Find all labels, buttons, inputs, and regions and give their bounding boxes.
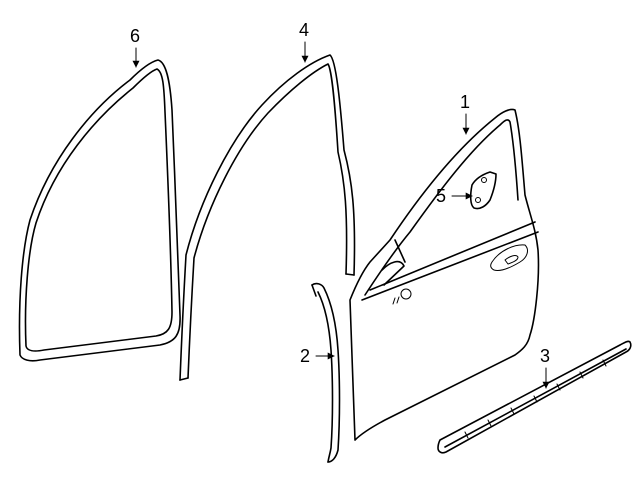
callout-label-2: 2 [300,346,310,366]
callout-label-3: 3 [540,346,550,366]
part-4-weatherstrip [179,54,356,381]
part-2-seal-strip [311,282,341,463]
part-3-rocker-molding [437,340,632,454]
callout-label-4: 4 [299,20,309,40]
part-1-front-door [349,108,540,441]
callout-label-1: 1 [460,92,470,112]
callout-3: 3 [540,346,550,389]
callout-1: 1 [460,92,470,135]
callout-2: 2 [300,346,335,366]
callout-label-5: 5 [436,186,446,206]
callout-6: 6 [130,26,140,68]
rocker-clips [464,359,607,439]
callout-5: 5 [436,186,473,206]
part-6-weatherstrip [18,59,181,362]
part-5-bracket [469,171,497,210]
callout-4: 4 [299,20,309,63]
callout-label-6: 6 [130,26,140,46]
